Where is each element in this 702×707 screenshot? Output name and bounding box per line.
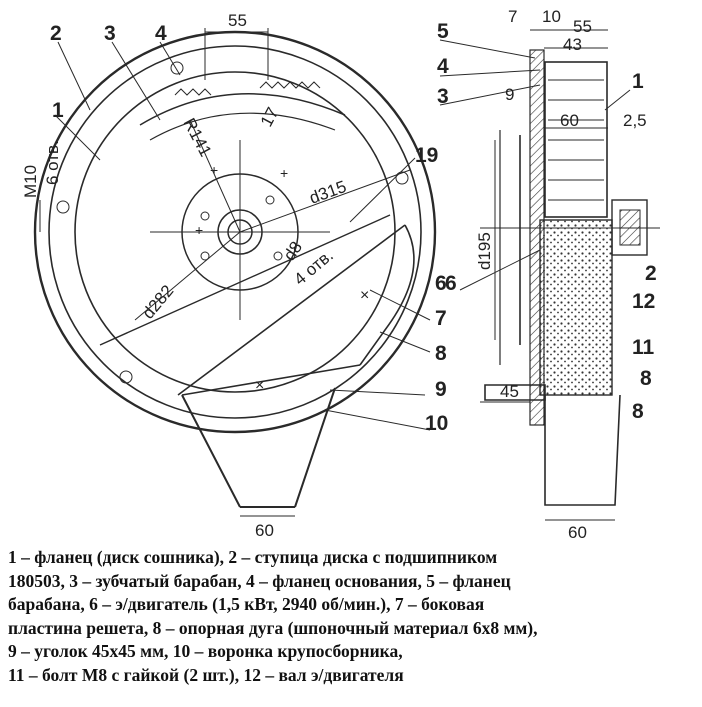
sieve-plate-line	[177, 224, 406, 396]
dim-d8: d8	[280, 238, 306, 264]
dim-line	[239, 169, 411, 233]
label-2: 2	[50, 22, 62, 45]
sieve-plate-line	[99, 214, 391, 346]
caption-line: пластина решета, 8 – опорная дуга (шпоно…	[8, 617, 538, 638]
cross-mark: +	[280, 165, 288, 181]
dim-6-holes: 6 отв.	[43, 140, 62, 185]
dim-9: 9	[505, 85, 514, 104]
leader-line	[459, 249, 541, 291]
caption-line: 11 – болт М8 с гайкой (2 шт.), 12 – вал …	[8, 664, 404, 685]
leader-line	[369, 289, 431, 321]
dim-60-side: 60	[560, 111, 579, 130]
ring-bolt	[56, 200, 70, 214]
hopper-funnel	[181, 387, 336, 508]
leader-line	[379, 331, 431, 353]
leader-line	[439, 39, 536, 59]
label-7: 7	[435, 307, 447, 330]
hub-bolt-hole	[200, 211, 210, 221]
drum-teeth	[174, 81, 321, 96]
leader-line	[439, 69, 541, 77]
caption-line: 1 – фланец (диск сошника), 2 – ступица д…	[8, 547, 498, 567]
side-hopper	[544, 394, 621, 506]
dim-line	[189, 119, 241, 233]
dim-55: 55	[228, 11, 247, 30]
dim-m10: M10	[21, 165, 40, 198]
dim-line	[134, 231, 241, 321]
leader-line	[159, 41, 181, 76]
dim-d195: d195	[475, 232, 494, 270]
drum-body	[544, 61, 608, 218]
dim-43: 43	[563, 35, 582, 54]
ring-bolt	[395, 171, 409, 185]
label-6: 6	[435, 272, 447, 295]
label-19: 19	[415, 144, 438, 167]
cross-mark: ×	[255, 377, 264, 394]
housing-inner-circle	[48, 45, 422, 419]
label-4-side: 4	[437, 55, 449, 78]
dim-17: 17	[257, 104, 283, 130]
caption-line: 9 – уголок 45х45 мм, 10 – воронка крупос…	[8, 641, 403, 661]
technical-drawing: × × + + + 2 3 4 1 19 6 7 8 9 10 5	[21, 7, 660, 542]
dim-d282: d282	[139, 281, 178, 322]
ring-bolt	[170, 61, 184, 75]
side-view: 5 4 3 1 6 2 12 11 8 8 7 10 55 43 9 60 2,…	[437, 7, 660, 542]
label-12: 12	[632, 290, 655, 313]
ring-bolt	[119, 370, 133, 384]
label-10: 10	[425, 412, 448, 435]
leader-line	[439, 84, 541, 106]
label-3: 3	[104, 22, 116, 45]
label-2-side: 2	[645, 262, 657, 285]
cross-mark: ×	[360, 287, 369, 304]
leader-line	[604, 89, 631, 111]
dim-7: 7	[508, 7, 517, 26]
caption-line: барабана, 6 – э/двигатель (1,5 кВт, 2940…	[8, 594, 485, 614]
label-8: 8	[435, 342, 447, 365]
toothed-drum-inner-arc	[149, 112, 336, 141]
hopper-top	[181, 364, 361, 396]
dim-55-side: 55	[573, 17, 592, 36]
dim-60-front: 60	[255, 521, 274, 540]
label-8-side-a: 8	[640, 367, 652, 390]
leader-line	[324, 409, 431, 431]
hub-bolt-hole	[273, 251, 283, 261]
dim-10: 10	[542, 7, 561, 26]
motor-body	[539, 219, 613, 396]
label-1-side: 1	[632, 70, 644, 93]
cross-mark: +	[195, 222, 203, 238]
dim-45: 45	[500, 382, 519, 401]
label-9: 9	[435, 378, 447, 401]
label-4: 4	[155, 22, 167, 45]
label-5: 5	[437, 20, 449, 43]
toothed-drum-arc	[139, 93, 346, 126]
label-1: 1	[52, 99, 64, 122]
leader-line	[329, 389, 426, 396]
leader-line	[349, 157, 416, 223]
front-view: × × + + + 2 3 4 1 19 6 7 8 9 10 5	[21, 11, 448, 540]
flange-plate	[529, 49, 545, 426]
dim-d315: d315	[307, 177, 349, 208]
leader-line	[54, 114, 101, 161]
label-3-side: 3	[437, 85, 449, 108]
hub-bolt-hole	[265, 195, 275, 205]
label-11: 11	[632, 336, 655, 359]
support-arc	[359, 224, 415, 366]
label-6-side: 6	[445, 272, 457, 295]
label-8-side-b: 8	[632, 400, 644, 423]
drum-teeth-side	[548, 79, 604, 201]
caption: 1 – фланец (диск сошника), 2 – ступица д…	[8, 546, 698, 687]
cross-mark: +	[210, 162, 218, 178]
hub-bolt-hole	[200, 251, 210, 261]
leader-line	[111, 41, 161, 121]
dim-2-5: 2,5	[623, 111, 647, 130]
dim-r141: R141	[179, 115, 215, 160]
leader-line	[57, 41, 91, 111]
dim-60b: 60	[568, 523, 587, 542]
caption-line: 180503, 3 – зубчатый барабан, 4 – фланец…	[8, 570, 511, 591]
